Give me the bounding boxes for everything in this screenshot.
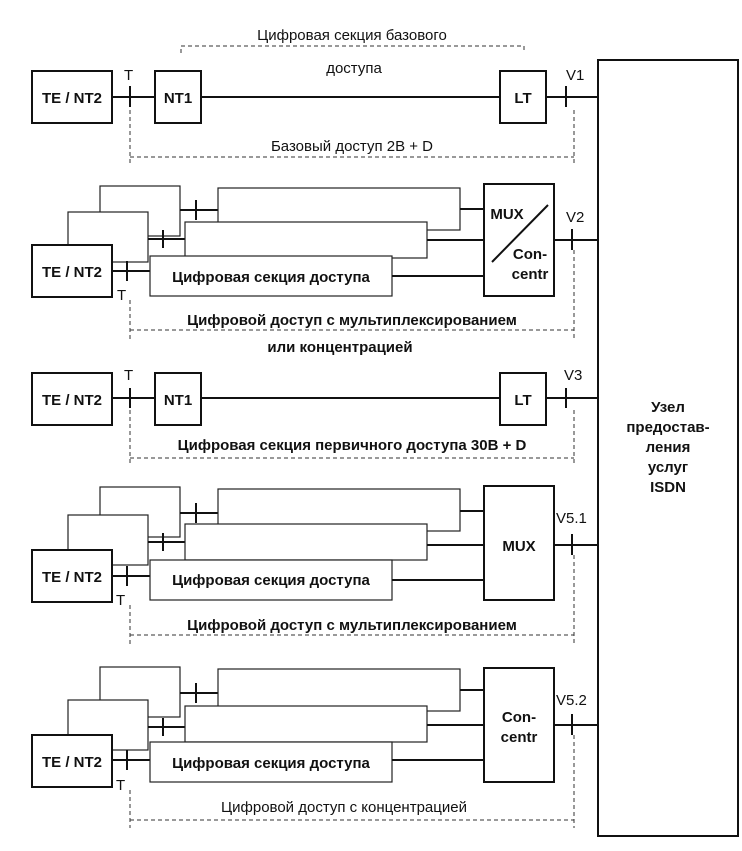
- access-section-label-5: Цифровая секция доступа: [172, 755, 370, 772]
- t-point-label-4: T: [116, 592, 125, 609]
- nt1-label-1: NT1: [164, 90, 192, 107]
- node-line-5: ISDN: [650, 479, 686, 496]
- mux-access-label: Цифровой доступ с мультиплексированием: [187, 617, 517, 634]
- row-mux: TE / NT2 T Цифровая секция доступа MUX V…: [31, 485, 598, 645]
- mux-conc-access-label-2: или концентрацией: [267, 339, 412, 356]
- basic-section-label-2: доступа: [326, 60, 382, 77]
- mux-label-4: MUX: [502, 538, 535, 555]
- con-label-5: Con-: [502, 709, 536, 726]
- isdn-service-node: Узел предостав- ления услуг ISDN: [597, 59, 739, 837]
- lt-label-3: LT: [514, 392, 531, 409]
- v3-label: V3: [564, 367, 582, 384]
- t-point-label-2: T: [117, 287, 126, 304]
- conc-access-label: Цифровой доступ с концентрацией: [221, 799, 467, 816]
- centr-label-5: centr: [501, 729, 538, 746]
- nt1-box-3: [154, 372, 202, 426]
- con-label-2: Con-: [513, 246, 547, 263]
- te-nt2-label-4: TE / NT2: [42, 569, 102, 586]
- v51-label: V5.1: [556, 510, 587, 527]
- te-nt2-box-1: [31, 70, 113, 124]
- row-basic-access: Цифровая секция базового доступа TE / NT…: [31, 27, 598, 165]
- primary-access-label: Цифровая секция первичного доступа 30B +…: [178, 437, 527, 454]
- t-point-label-3: T: [124, 367, 133, 384]
- access-section-label-4: Цифровая секция доступа: [172, 572, 370, 589]
- t-point-label-1: T: [124, 67, 133, 84]
- te-nt2-label-2: TE / NT2: [42, 264, 102, 281]
- row-mux-concentr: TE / NT2 T Цифровая секция доступа MUX C…: [31, 183, 598, 356]
- te-nt2-box-2: [31, 244, 113, 298]
- te-nt2-label-5: TE / NT2: [42, 754, 102, 771]
- basic-access-label: Базовый доступ 2B + D: [271, 138, 433, 155]
- te-nt2-label-3: TE / NT2: [42, 392, 102, 409]
- nt1-label-3: NT1: [164, 392, 192, 409]
- v2-label: V2: [566, 209, 584, 226]
- v52-label: V5.2: [556, 692, 587, 709]
- node-line-1: Узел: [651, 399, 685, 416]
- te-nt2-box-5: [31, 734, 113, 788]
- te-nt2-label-1: TE / NT2: [42, 90, 102, 107]
- v1-label: V1: [566, 67, 584, 84]
- mux-label-2: MUX: [490, 206, 523, 223]
- te-nt2-box-3: [31, 372, 113, 426]
- node-line-2: предостав-: [626, 419, 709, 436]
- concentr-box: [483, 667, 555, 783]
- lt-box-3: [499, 372, 547, 426]
- centr-label-2: centr: [512, 266, 549, 283]
- node-line-3: ления: [646, 439, 691, 456]
- row-concentr: TE / NT2 T Цифровая секция доступа Con- …: [31, 666, 598, 828]
- access-section-label-2: Цифровая секция доступа: [172, 269, 370, 286]
- lt-box-1: [499, 70, 547, 124]
- nt1-box-1: [154, 70, 202, 124]
- mux-conc-access-label-1: Цифровой доступ с мультиплексированием: [187, 312, 517, 329]
- row-primary-access: TE / NT2 T NT1 LT V3 Цифровая секция пер…: [31, 367, 598, 465]
- node-line-4: услуг: [648, 459, 688, 476]
- mux-box: [483, 485, 555, 601]
- basic-section-label-1: Цифровая секция базового: [257, 27, 447, 44]
- t-point-label-5: T: [116, 777, 125, 794]
- lt-label-1: LT: [514, 90, 531, 107]
